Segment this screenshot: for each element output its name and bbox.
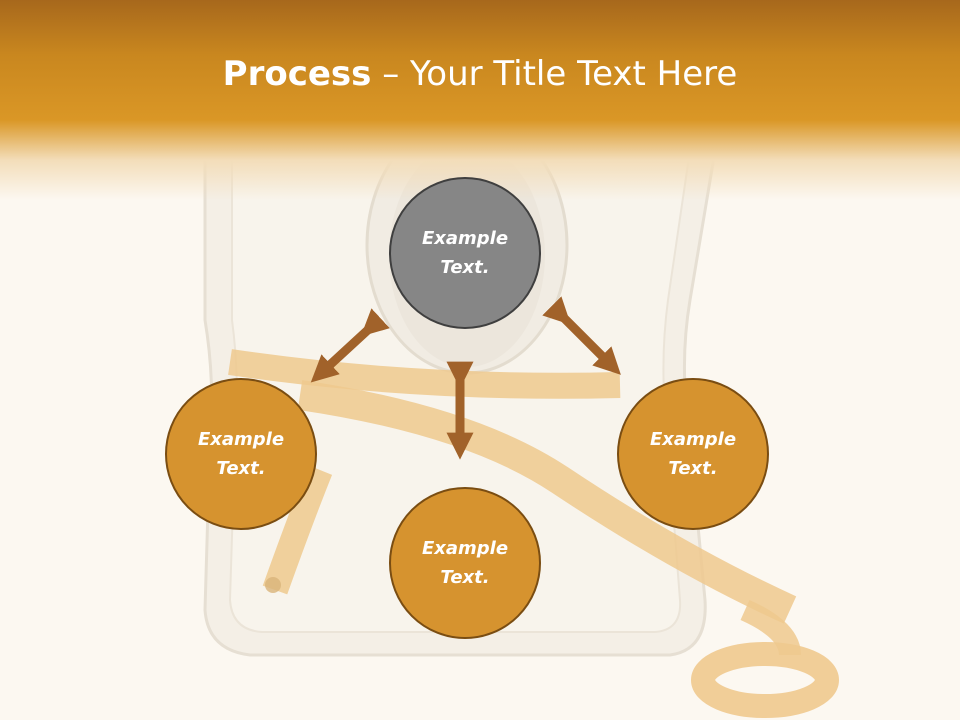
process-node-left[interactable]: Example Text. (165, 378, 317, 530)
process-node-right[interactable]: Example Text. (617, 378, 769, 530)
node-right-label: Example Text. (649, 429, 737, 479)
node-bottom-label: Example Text. (421, 538, 509, 588)
slide-title: Process – Your Title Text Here (0, 54, 960, 94)
title-banner (0, 0, 960, 200)
node-left-label: Example Text. (197, 429, 285, 479)
node-top-label: Example Text. (421, 228, 509, 278)
double-arrow-top-left (310, 308, 390, 383)
double-arrow-top-right (542, 296, 621, 375)
title-separator: – (371, 54, 411, 94)
title-rest-part: Your Title Text Here (410, 54, 738, 94)
process-node-bottom[interactable]: Example Text. (389, 487, 541, 639)
title-bold-part: Process (222, 54, 372, 94)
process-node-top[interactable]: Example Text. (389, 177, 541, 329)
